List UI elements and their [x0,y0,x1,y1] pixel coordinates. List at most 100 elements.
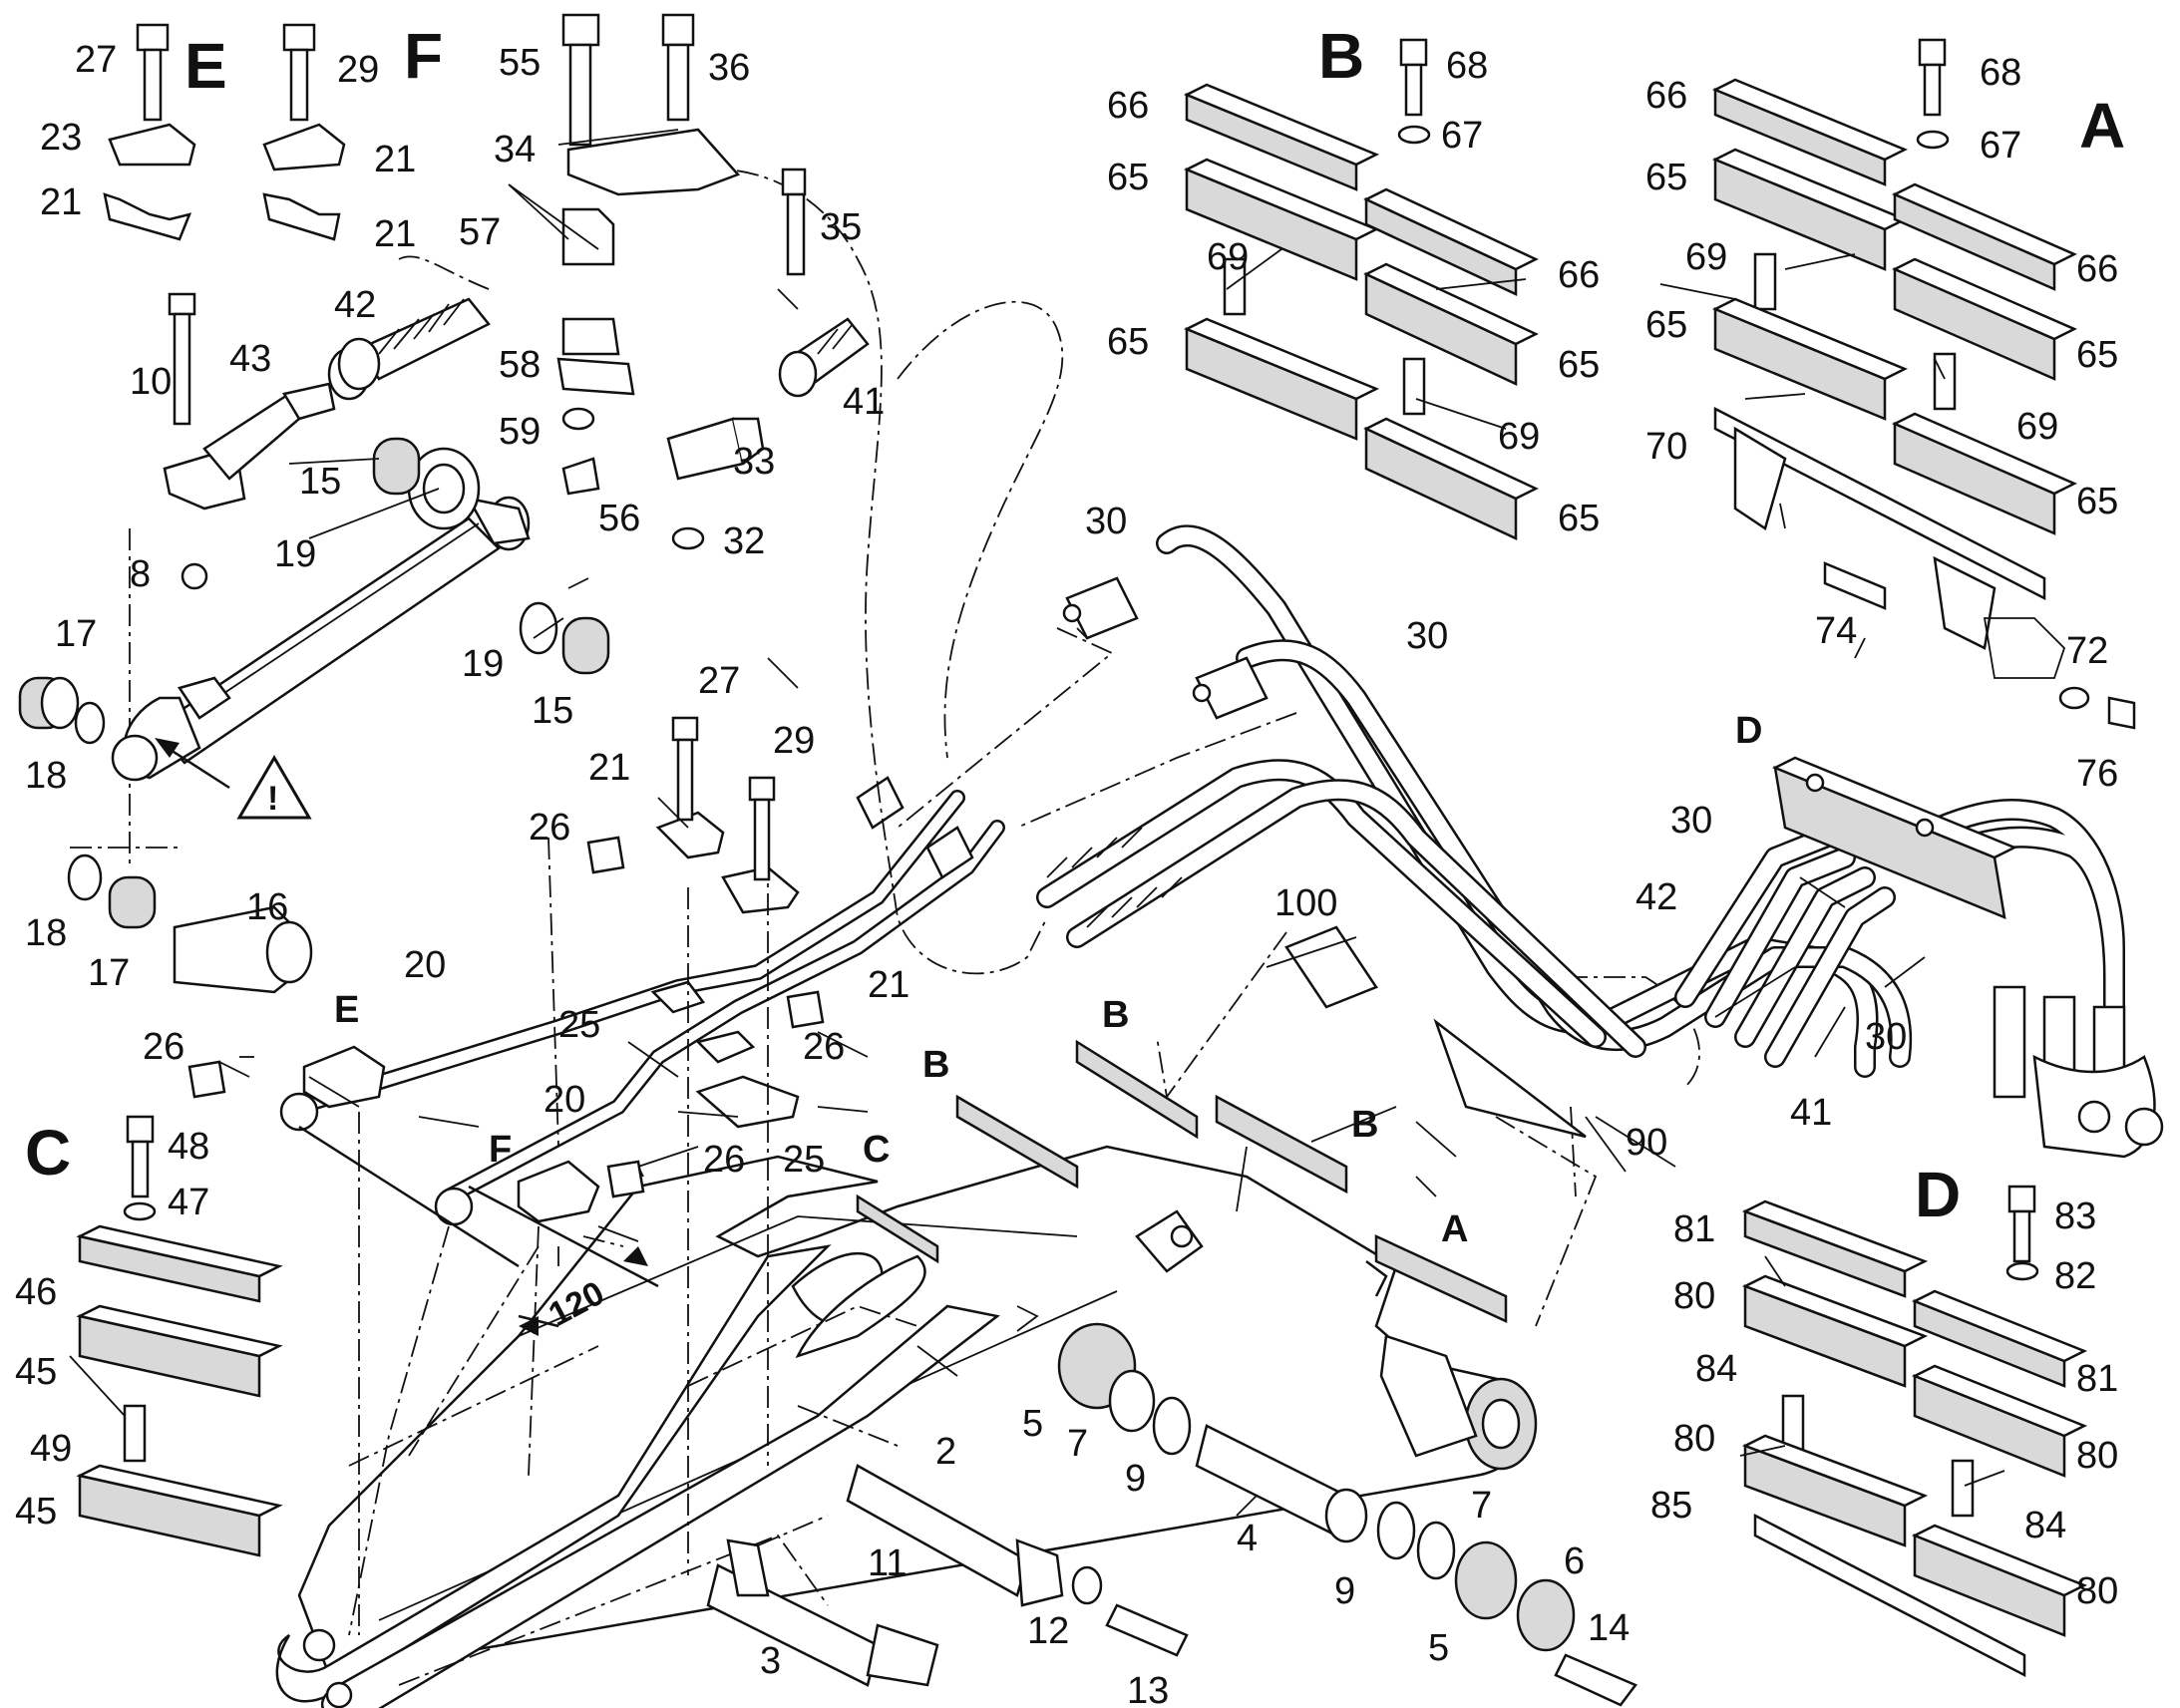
clamp-bars-boom [856,925,1587,1323]
part-number: 30 [1865,1016,1907,1058]
part-number: 84 [1695,1348,1737,1390]
part-number: 15 [532,690,573,732]
section-letter-B-top: B [1318,20,1364,92]
part-number: 19 [462,643,504,685]
part-number: 21 [374,213,416,255]
part-number: 65 [2076,334,2118,376]
section-letter-D-upper: D [1735,710,1762,752]
part-number: 29 [337,49,379,91]
part-number: 30 [1085,501,1127,542]
part-number: 10 [130,361,172,403]
part-number: 65 [2076,481,2118,522]
warning-triangle-icon: ! [155,738,312,820]
part-number: 69 [1685,236,1727,278]
svg-text:!: ! [267,780,278,818]
part-number: 27 [698,660,740,702]
section-letter-B-boom-3: B [1351,1104,1378,1146]
top-clamp-group [103,23,825,1198]
part-number: 72 [2066,630,2108,672]
hydraulic-hoses [1036,524,2164,1159]
part-number: 2 [935,1431,956,1473]
part-number: 18 [25,912,67,954]
part-number: 90 [1626,1122,1667,1164]
clamp-detail-A [1711,38,2136,730]
part-number: 66 [2076,248,2118,290]
part-number: 74 [1815,610,1857,652]
section-letters: E F B A D E F B B B C A C D [25,20,2125,1250]
leader-lines [69,129,2005,1517]
part-number: 35 [820,206,862,248]
part-number: 32 [723,520,765,562]
section-letter-E-boom: E [334,989,359,1031]
part-number: 21 [40,181,82,223]
section-letter-F-top: F [404,20,443,92]
part-number: 67 [1980,125,2021,167]
part-number: 80 [2076,1570,2118,1612]
hydraulic-tubes-20 [279,776,1005,1226]
section-letter-B-boom-2: B [1102,994,1129,1036]
part-number: 41 [1790,1092,1832,1134]
part-number: 57 [459,211,501,253]
part-number: 80 [2076,1435,2118,1477]
part-number: 3 [760,1640,781,1682]
section-letter-D-detail: D [1915,1159,1961,1230]
part-number: 20 [544,1079,585,1121]
part-number: 67 [1441,115,1483,157]
bolt-fitting-group [163,292,491,511]
part-number: 33 [733,441,775,483]
part-number: 65 [1107,321,1149,363]
part-number: 65 [1558,498,1600,539]
part-number: 84 [2024,1505,2066,1546]
part-number: 66 [1558,254,1600,296]
section-letter-F-boom: F [489,1129,512,1171]
part-number: 26 [703,1139,745,1181]
part-number: 18 [25,755,67,797]
part-number: 29 [773,720,815,762]
part-number: 65 [1107,157,1149,198]
bolt-plate-group [556,13,870,550]
section-letter-A-top: A [2079,90,2125,162]
part-number: 66 [1645,75,1687,117]
part-number: 7 [1067,1423,1088,1465]
part-number: 15 [299,461,341,503]
part-number: 26 [143,1026,184,1068]
part-number: 11 [868,1542,907,1584]
tube-clamps [302,811,800,1223]
part-number: 56 [598,498,640,539]
boom-arm [275,1145,1538,1708]
part-number: 46 [15,1271,57,1313]
section-letter-E-top: E [184,30,227,102]
part-number: 21 [868,964,909,1006]
clamp-D-assembled [1771,756,2018,920]
part-number: 36 [708,47,750,89]
part-number: 80 [1673,1418,1715,1460]
assembly-dash-lines [70,168,1700,1686]
part-number: 85 [1650,1485,1692,1527]
part-number: 69 [1498,416,1540,458]
part-number: 21 [588,747,630,789]
part-number: 30 [1670,800,1712,842]
part-number: 65 [1558,344,1600,386]
part-number: 26 [803,1026,845,1068]
pins-and-bushings [706,1322,1637,1707]
part-number: 42 [1635,876,1677,918]
part-number: 25 [558,1004,600,1046]
part-number: 69 [2016,406,2058,448]
part-number: 81 [1673,1208,1715,1250]
part-numbers: 27 29 23 21 21 21 55 36 34 57 35 42 58 5… [15,39,2118,1708]
part-number: 43 [229,338,271,380]
part-number: 6 [1564,1540,1585,1582]
part-number: 27 [75,39,117,81]
part-number: 16 [246,886,288,928]
section-letter-C-boom: C [863,1129,890,1171]
part-number: 25 [783,1139,825,1181]
section-letter-A-boom: A [1441,1208,1468,1250]
part-number: 65 [1645,304,1687,346]
part-number: 58 [499,344,541,386]
part-number: 8 [130,553,151,595]
part-number: 82 [2054,1255,2096,1297]
clamp-detail-C [76,1115,283,1557]
part-number: 5 [1022,1403,1043,1445]
part-number: 47 [168,1182,209,1223]
